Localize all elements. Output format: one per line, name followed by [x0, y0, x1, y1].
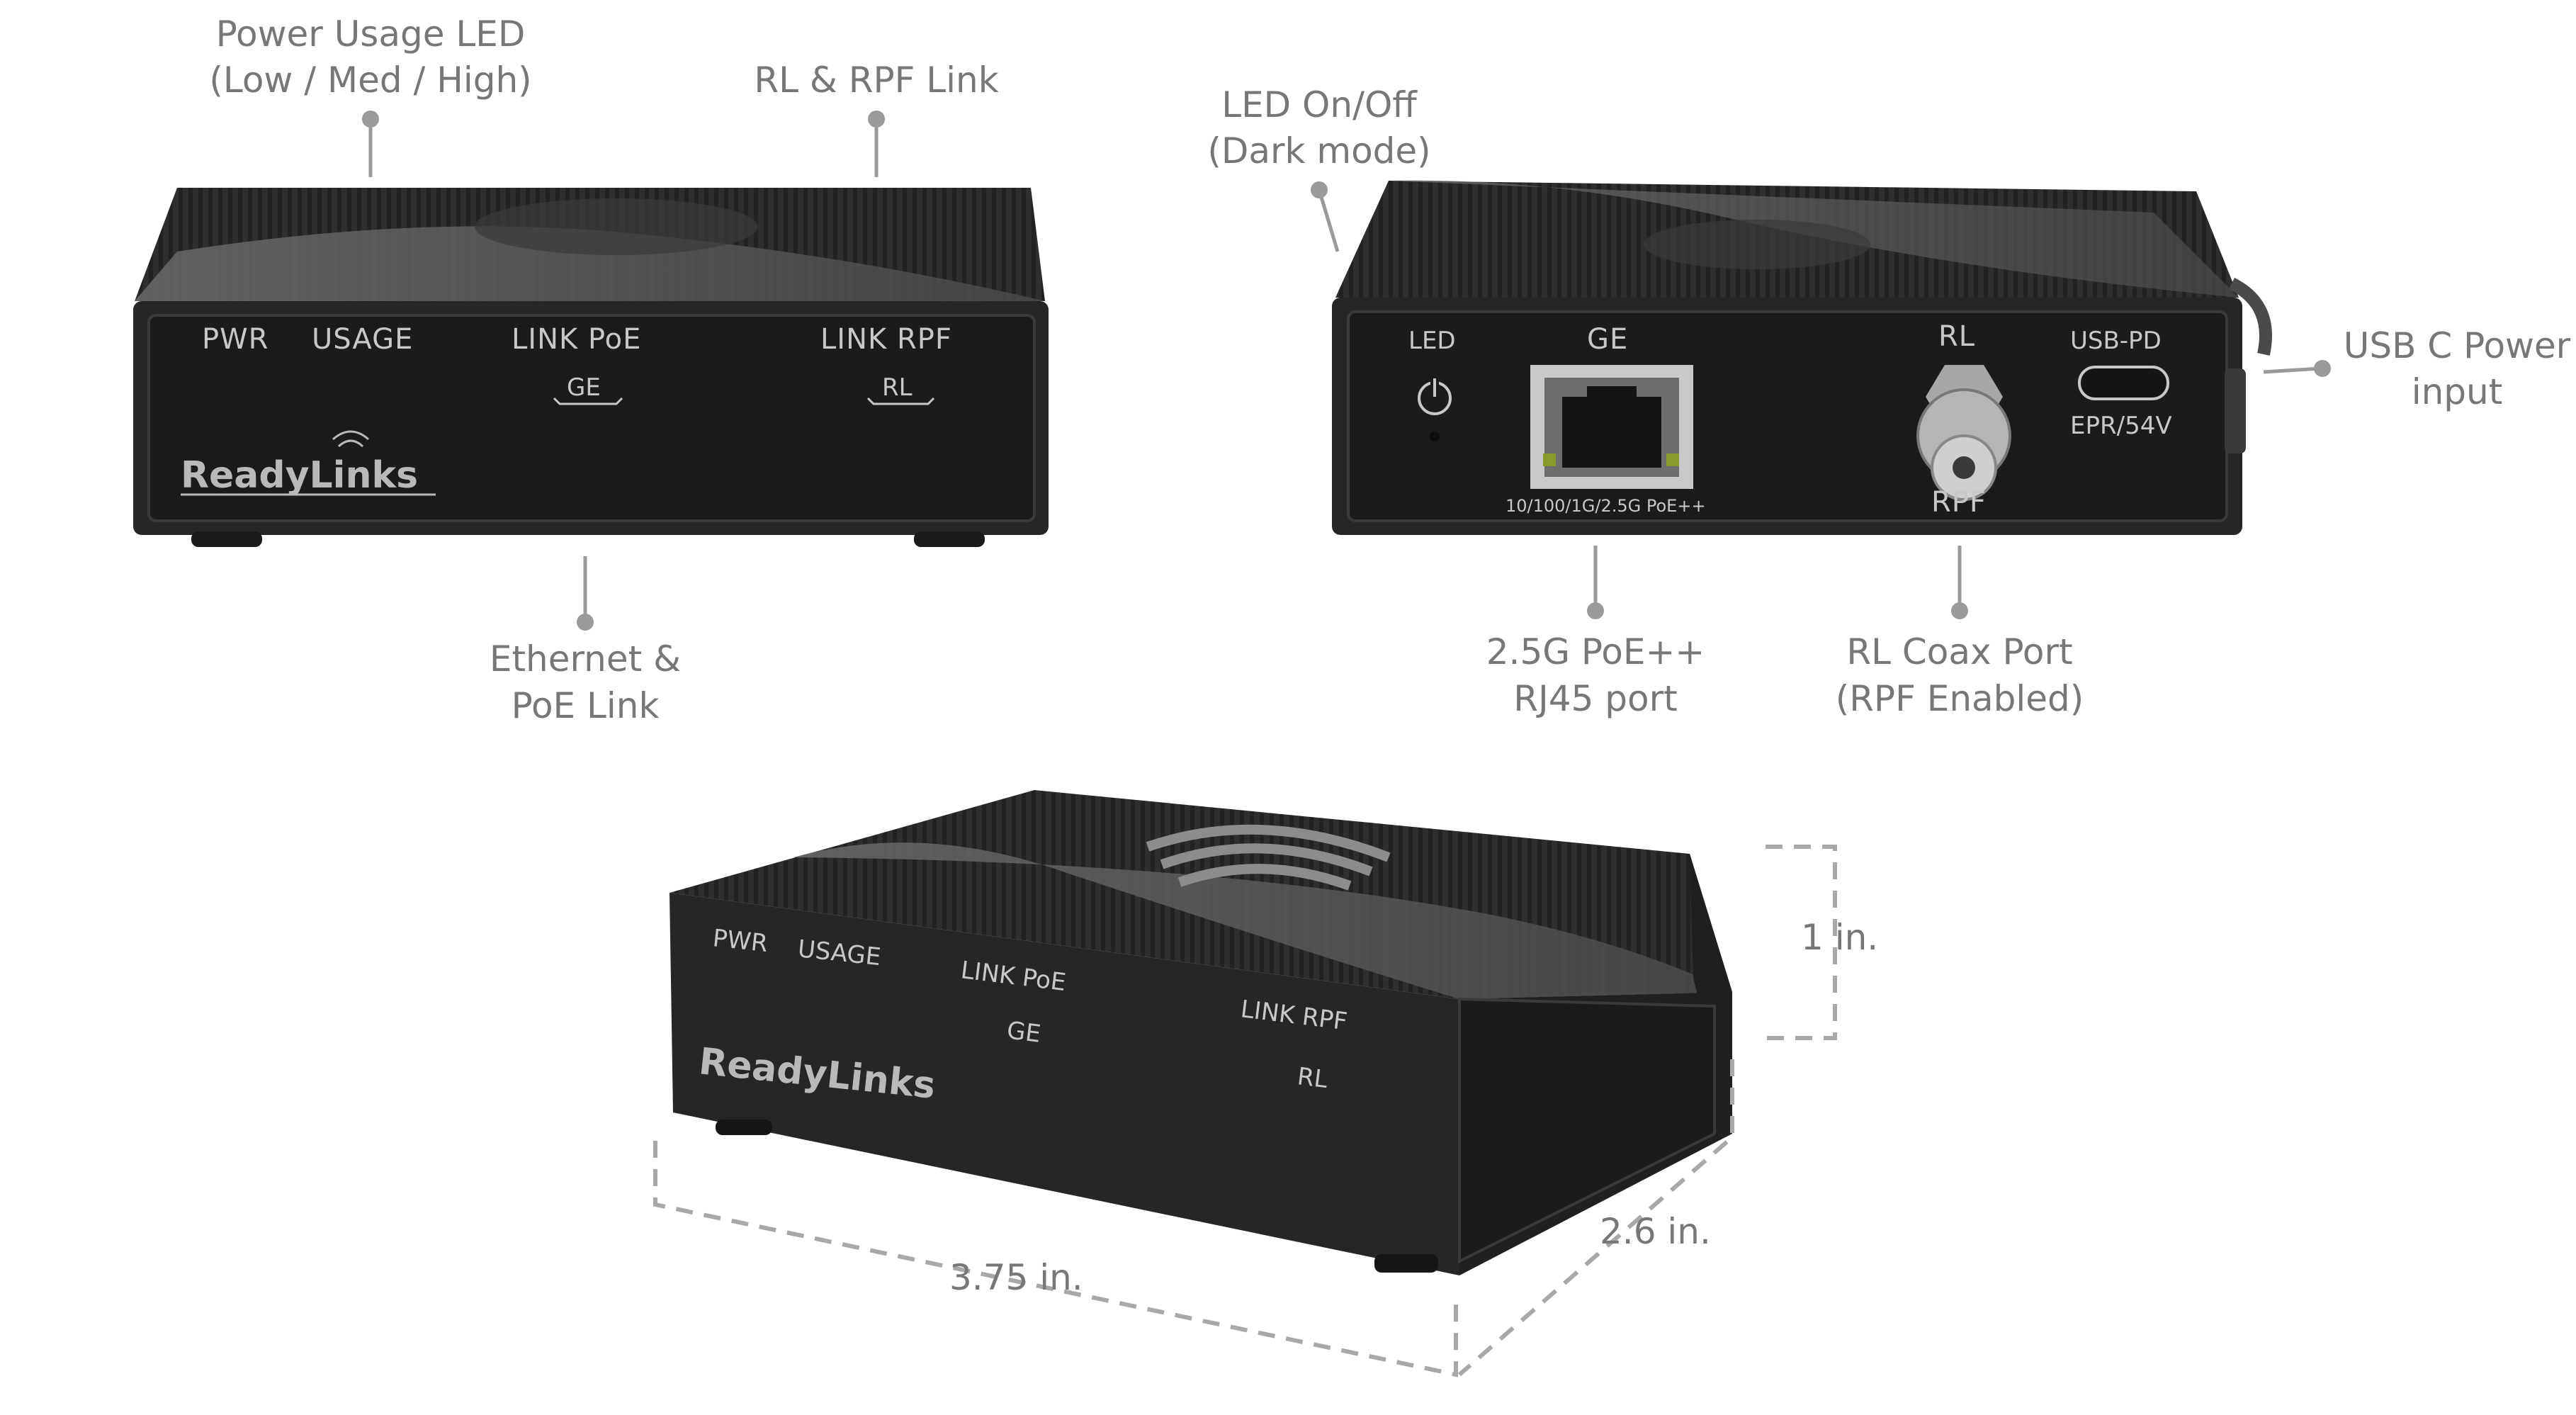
- front-brand-logo: ReadyLinks: [181, 430, 436, 497]
- rl-rpf-link-text: RL & RPF Link: [754, 60, 998, 101]
- callout-ethernet-poe-link: Ethernet & PoE Link: [490, 556, 681, 726]
- usb-c-port: [2078, 366, 2169, 400]
- poe-rj45-line2: RJ45 port: [1513, 678, 1678, 719]
- led-on-off-line1: LED On/Off: [1221, 84, 1418, 125]
- led-on-off-line2: (Dark mode): [1207, 130, 1430, 171]
- rl-coax-line1: RL Coax Port: [1846, 631, 2072, 672]
- led-toggle-button: [1418, 376, 1452, 441]
- dimension-height: 1 in.: [1766, 845, 1878, 1040]
- rear-led-label: LED: [1408, 327, 1456, 355]
- usb-c-power-line2: input: [2412, 371, 2503, 412]
- power-usage-led-line1: Power Usage LED: [216, 13, 526, 55]
- rear-rl-label: RL: [1938, 320, 1975, 353]
- power-usage-led-line2: (Low / Med / High): [209, 60, 531, 101]
- persp-ge-label: GE: [1005, 1016, 1042, 1049]
- poe-rj45-line1: 2.5G PoE++: [1486, 631, 1705, 672]
- ethernet-poe-line1: Ethernet &: [490, 638, 681, 680]
- callout-poe-rj45-port: 2.5G PoE++ RJ45 port: [1486, 546, 1705, 719]
- front-link-rpf-label: LINK RPF: [820, 323, 952, 356]
- front-view-device: PWR USAGE LINK PoE GE LINK RPF RL ReadyL…: [133, 188, 1049, 547]
- rear-ge-label: GE: [1587, 323, 1628, 356]
- rear-usb-pd-label: USB-PD: [2070, 327, 2162, 355]
- persp-pwr-label: PWR: [711, 924, 769, 958]
- front-ge-label: GE: [567, 373, 601, 402]
- rear-view-device: LED GE 10/100/1G/2.5G PoE++ RL RPF USB-P…: [1332, 180, 2272, 535]
- callout-led-on-off: LED On/Off (Dark mode): [1207, 84, 1431, 252]
- persp-rl-label: RL: [1296, 1062, 1329, 1094]
- front-brand-text: ReadyLinks: [181, 454, 418, 497]
- front-pwr-label: PWR: [202, 323, 269, 356]
- rear-rpf-partial-label: RPF: [1931, 486, 1987, 519]
- perspective-view-device: PWR USAGE LINK PoE GE LINK RPF RL ReadyL…: [670, 790, 1732, 1275]
- callout-power-usage-led: Power Usage LED (Low / Med / High): [209, 13, 532, 177]
- callout-rl-coax-port: RL Coax Port (RPF Enabled): [1836, 546, 2084, 719]
- front-rl-label: RL: [882, 373, 913, 402]
- dimension-width-text: 3.75 in.: [949, 1257, 1083, 1298]
- callout-usb-c-power: USB C Power input: [2263, 325, 2571, 412]
- front-link-poe-label: LINK PoE: [512, 323, 641, 356]
- front-usage-label: USAGE: [312, 323, 413, 356]
- wifi-emblem: [1146, 824, 1391, 891]
- dimension-depth-text: 2.6 in.: [1600, 1211, 1711, 1252]
- rear-port-speed-label: 10/100/1G/2.5G PoE++: [1506, 496, 1706, 516]
- ethernet-poe-line2: PoE Link: [512, 685, 660, 726]
- usb-c-power-line1: USB C Power: [2344, 325, 2571, 366]
- dimension-width: 3.75 in.: [653, 1141, 1458, 1377]
- dimension-height-text: 1 in.: [1801, 917, 1878, 958]
- callout-rl-rpf-link: RL & RPF Link: [754, 60, 999, 177]
- rj45-port: [1530, 365, 1693, 489]
- rear-epr-label: EPR/54V: [2070, 412, 2172, 440]
- coax-f-connector: [1916, 365, 2011, 501]
- rl-coax-line2: (RPF Enabled): [1836, 678, 2084, 719]
- dimension-depth: 2.6 in.: [1458, 1059, 1734, 1377]
